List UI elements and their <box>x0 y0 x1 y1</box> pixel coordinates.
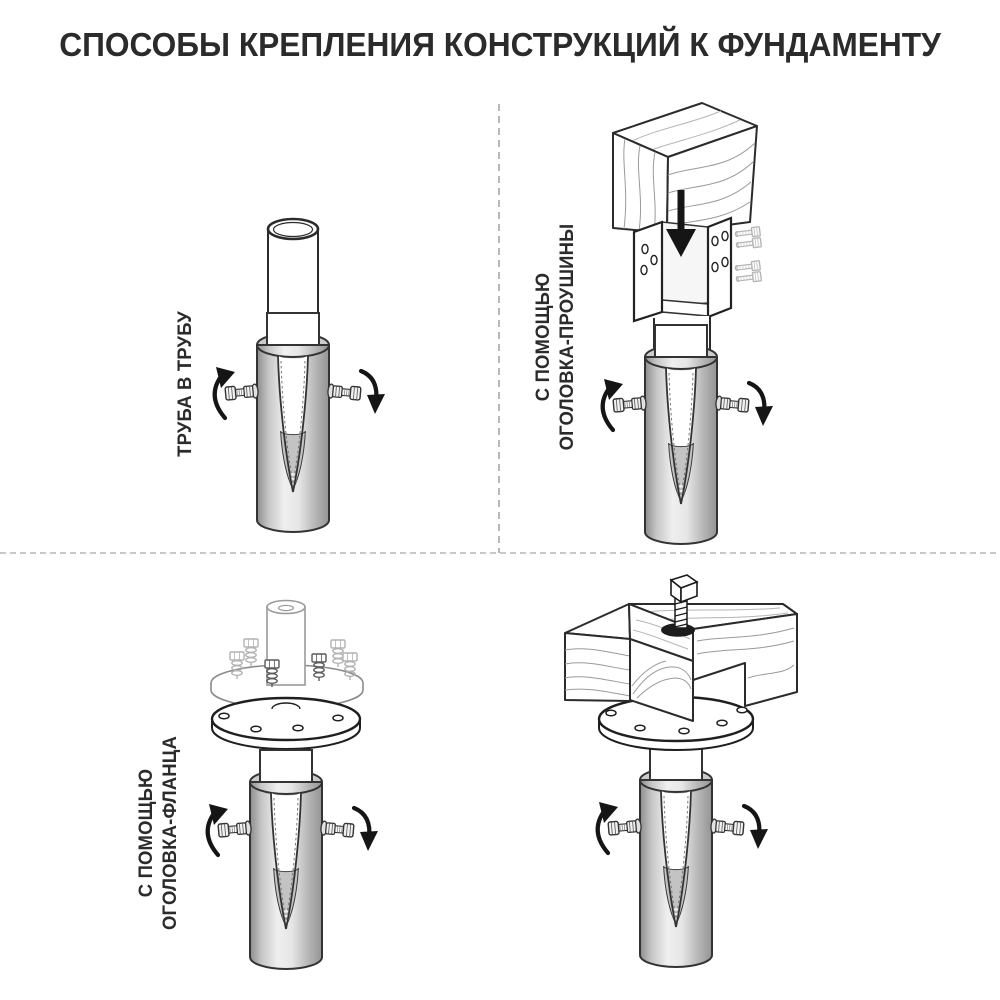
flange-plate <box>210 696 362 750</box>
hold-down-bolt <box>661 574 699 637</box>
ghost-screws <box>734 225 763 285</box>
illustration-pipe-in-pipe <box>215 217 385 532</box>
page-title: СПОСОБЫ КРЕПЛЕНИЯ КОНСТРУКЦИЙ К ФУНДАМЕН… <box>59 26 941 63</box>
pile-assembly <box>603 325 773 544</box>
illustration-flange-head <box>208 599 378 970</box>
illustration-lug-head <box>603 102 773 544</box>
label-lug-head: С ПОМОЩЬЮ ОГОЛОВКА-ПРОУШИНЫ <box>532 223 578 451</box>
ghost-flange-assembly <box>210 599 364 709</box>
label-pipe-in-pipe: ТРУБА В ТРУБУ <box>174 311 196 457</box>
down-arrow-icon <box>666 190 696 257</box>
lug-bracket <box>632 216 733 323</box>
illustration-beam-on-flange <box>564 574 798 967</box>
pile-assembly <box>598 748 768 967</box>
wooden-beam-notched <box>564 603 798 722</box>
label-flange-head: С ПОМОЩЬЮ ОГОЛОВКА-ФЛАНЦА <box>135 736 181 930</box>
wooden-beam <box>612 102 758 234</box>
pile-assembly <box>208 750 378 969</box>
pile-assembly <box>215 313 385 532</box>
